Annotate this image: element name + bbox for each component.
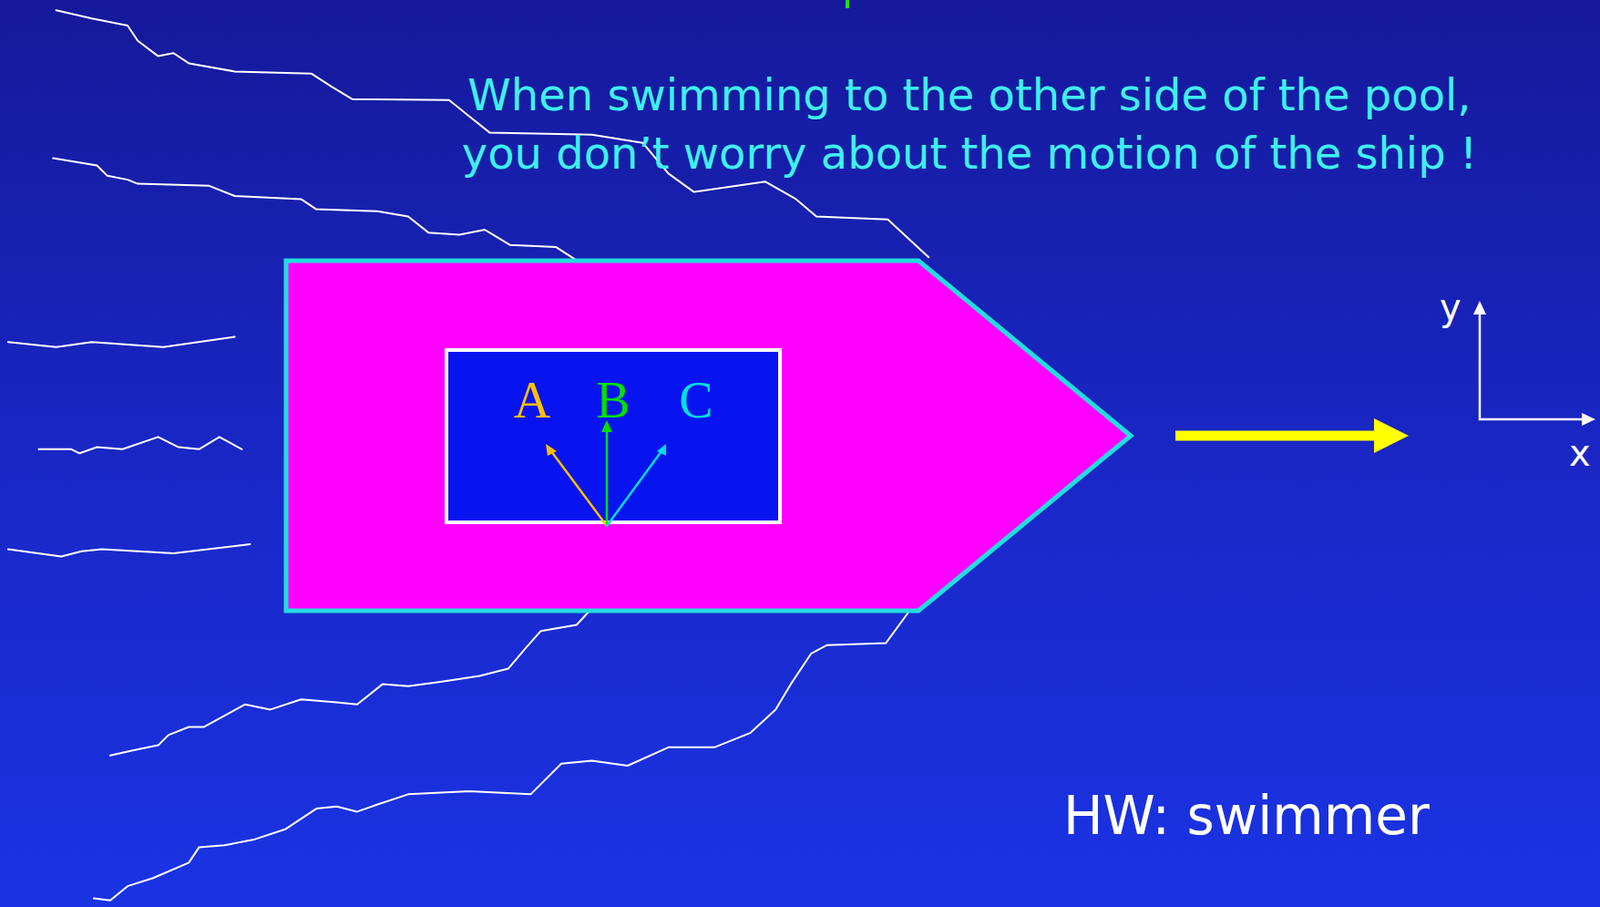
- arrowhead: [656, 443, 667, 456]
- wake-line: [8, 543, 250, 556]
- x-axis: [1478, 418, 1586, 421]
- arrowhead: [545, 443, 557, 456]
- axis-label: y: [1439, 288, 1462, 326]
- slide-note: When swimming to the other side of the p…: [436, 65, 1503, 183]
- wake-line: [93, 612, 909, 901]
- axis-arrowhead: [1473, 300, 1487, 315]
- velocity-arrow: [1175, 430, 1378, 442]
- wake-line: [8, 337, 236, 348]
- y-axis: [1478, 309, 1482, 421]
- wake-line: [39, 436, 243, 453]
- swim-direction-arrow: [605, 428, 609, 526]
- ship-hull: [286, 260, 1131, 611]
- wake-line: [110, 610, 590, 756]
- swim-direction-arrow: [551, 451, 607, 526]
- swim-direction-arrow: [606, 451, 662, 526]
- homework-note: HW: swimmer: [1063, 789, 1430, 842]
- velocity-arrowhead: [1374, 418, 1409, 453]
- axis-arrowhead: [1581, 412, 1596, 426]
- arrowhead: [601, 420, 613, 432]
- direction-letter: B: [595, 374, 630, 426]
- axis-label: x: [1569, 434, 1591, 472]
- direction-letter: A: [513, 374, 551, 426]
- pool-box: ABC: [444, 348, 782, 524]
- direction-letter: C: [678, 374, 713, 426]
- green-tick: [845, 0, 850, 9]
